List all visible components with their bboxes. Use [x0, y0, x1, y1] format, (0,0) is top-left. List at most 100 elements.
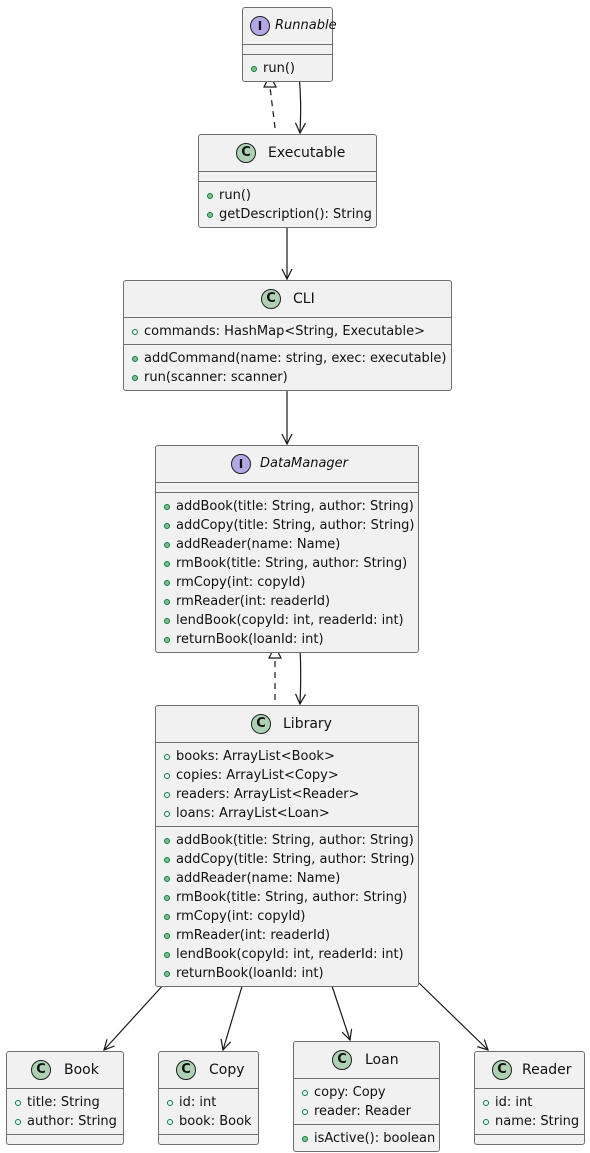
public-field-icon: [167, 1119, 173, 1125]
fields-section: commands: HashMap<String, Executable>: [124, 317, 451, 344]
class-name: Copy: [209, 1062, 245, 1078]
public-method-icon: [132, 356, 138, 362]
class-badge-icon: C: [251, 714, 271, 734]
field-row: copies: ArrayList<Copy>: [156, 766, 418, 785]
public-method-icon: [164, 857, 170, 863]
public-method-icon: [164, 971, 170, 977]
methods-section: isActive(): boolean: [294, 1124, 439, 1151]
class-reader[interactable]: C Reader id: int name: String: [474, 1051, 585, 1145]
class-name: Loan: [365, 1052, 399, 1068]
methods-section: run() getDescription(): String: [199, 181, 376, 227]
field-row: title: String: [7, 1093, 123, 1112]
fields-section: id: int name: String: [475, 1088, 584, 1134]
class-badge-icon: C: [261, 289, 281, 309]
edge-library-reader-line: [418, 982, 489, 1051]
public-method-icon: [207, 212, 213, 218]
methods-section: [475, 1134, 584, 1144]
class-name: Library: [283, 716, 332, 732]
class-copy[interactable]: C Copy id: int book: Book: [158, 1051, 259, 1145]
class-datamanager[interactable]: I DataManager addBook(title: String, aut…: [155, 445, 419, 653]
public-method-icon: [164, 504, 170, 510]
class-badge-icon: C: [176, 1060, 196, 1080]
method-row: returnBook(loanId: int): [156, 630, 418, 649]
public-field-icon: [132, 329, 138, 335]
public-method-icon: [207, 193, 213, 199]
field-row: loans: ArrayList<Loan>: [156, 804, 418, 823]
class-badge-icon: C: [332, 1050, 352, 1070]
method-row: addCopy(title: String, author: String): [156, 850, 418, 869]
class-runnable[interactable]: I Runnable run(): [242, 7, 337, 82]
fields-section: books: ArrayList<Book> copies: ArrayList…: [156, 742, 418, 826]
method-row: addCommand(name: string, exec: executabl…: [124, 349, 451, 368]
public-method-icon: [164, 876, 170, 882]
class-badge-icon: C: [236, 143, 256, 163]
public-method-icon: [132, 375, 138, 381]
method-row: addBook(title: String, author: String): [156, 831, 418, 850]
public-method-icon: [164, 599, 170, 605]
class-library[interactable]: C Library books: ArrayList<Book> copies:…: [155, 705, 419, 987]
method-row: rmReader(int: readerId): [156, 592, 418, 611]
class-badge-icon: C: [31, 1060, 51, 1080]
fields-section: copy: Copy reader: Reader: [294, 1078, 439, 1124]
field-row: commands: HashMap<String, Executable>: [124, 322, 451, 341]
methods-section: addCommand(name: string, exec: executabl…: [124, 344, 451, 390]
edge-library-book-arrowhead: [103, 1039, 115, 1051]
field-row: copy: Copy: [294, 1083, 439, 1102]
public-method-icon: [251, 66, 257, 72]
field-row: author: String: [7, 1112, 123, 1131]
method-row: addBook(title: String, author: String): [156, 497, 418, 516]
public-field-icon: [164, 811, 170, 817]
edge-executable-runnable-line: [269, 86, 276, 129]
fields-section: [199, 171, 376, 181]
edge-library-loan-arrowhead: [341, 1028, 353, 1042]
public-field-icon: [167, 1100, 173, 1106]
field-row: name: String: [475, 1112, 584, 1131]
method-row: rmReader(int: readerId): [156, 926, 418, 945]
edge-executable-cli-arrowhead: [281, 268, 293, 281]
public-field-icon: [302, 1090, 308, 1096]
field-row: books: ArrayList<Book>: [156, 747, 418, 766]
field-row: readers: ArrayList<Reader>: [156, 785, 418, 804]
public-field-icon: [15, 1119, 21, 1125]
field-row: reader: Reader: [294, 1102, 439, 1121]
public-field-icon: [164, 754, 170, 760]
method-row: addReader(name: Name): [156, 535, 418, 554]
method-row: run(scanner: scanner): [124, 368, 451, 387]
public-method-icon: [164, 952, 170, 958]
method-row: addReader(name: Name): [156, 869, 418, 888]
methods-section: [7, 1134, 123, 1144]
edge-library-loan-line: [330, 982, 351, 1041]
interface-badge-icon: I: [250, 16, 270, 36]
public-method-icon: [164, 542, 170, 548]
edge-library-copy-line: [222, 982, 244, 1051]
class-executable[interactable]: C Executable run() getDescription(): Str…: [198, 134, 377, 228]
public-field-icon: [15, 1100, 21, 1106]
class-name: DataManager: [260, 456, 349, 471]
public-field-icon: [483, 1119, 489, 1125]
edge-library-book-line: [103, 982, 166, 1051]
fields-section: title: String author: String: [7, 1088, 123, 1134]
interface-badge-icon: I: [231, 454, 251, 474]
class-book[interactable]: C Book title: String author: String: [6, 1051, 124, 1145]
class-loan[interactable]: C Loan copy: Copy reader: Reader isActiv…: [293, 1041, 440, 1152]
class-name: Executable: [268, 145, 346, 161]
public-field-icon: [483, 1100, 489, 1106]
class-cli[interactable]: C CLI commands: HashMap<String, Executab…: [123, 280, 452, 391]
public-field-icon: [164, 773, 170, 779]
public-method-icon: [302, 1136, 308, 1142]
edge-datamanager-library-arrowhead: [294, 693, 307, 706]
public-method-icon: [164, 838, 170, 844]
public-method-icon: [164, 933, 170, 939]
methods-section: addBook(title: String, author: String) a…: [156, 826, 418, 986]
method-row: isActive(): boolean: [294, 1129, 439, 1148]
edge-library-reader-arrowhead: [477, 1039, 489, 1051]
edge-library-copy-arrowhead: [220, 1038, 232, 1052]
field-row: id: int: [159, 1093, 258, 1112]
method-row: getDescription(): String: [199, 205, 376, 224]
public-method-icon: [164, 637, 170, 643]
public-method-icon: [164, 523, 170, 529]
public-field-icon: [302, 1109, 308, 1115]
public-field-icon: [164, 792, 170, 798]
methods-section: addBook(title: String, author: String) a…: [156, 492, 418, 652]
method-row: rmCopy(int: copyId): [156, 573, 418, 592]
